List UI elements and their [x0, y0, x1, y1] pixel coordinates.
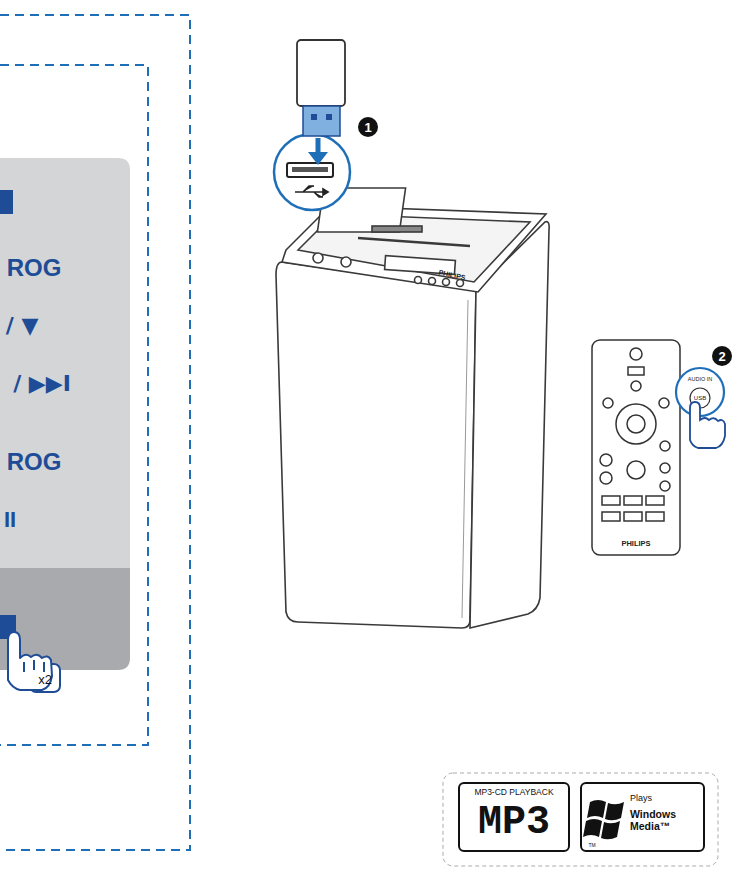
speaker-unit — [276, 188, 549, 628]
callout-number: 1 — [364, 121, 371, 134]
callout-circle — [358, 117, 378, 137]
windows-flag — [583, 800, 624, 839]
usb-stick — [297, 40, 345, 165]
button-label: USB — [694, 395, 706, 401]
logo-text: Windows Media™ — [630, 808, 699, 832]
button-label: AUDIO IN — [688, 377, 712, 383]
button-symbol: / ▶▶I — [13, 373, 71, 395]
remote-control — [592, 340, 680, 555]
windows-media-logo-box: PlaysWindows Media™ — [580, 782, 705, 852]
logo-caption: Plays — [630, 794, 699, 803]
callout-number: 2 — [718, 350, 725, 363]
button-name: ROG — [7, 256, 62, 280]
button-symbol: / ▼ — [6, 315, 39, 337]
logo-frame — [443, 773, 718, 866]
dashed-frame — [0, 15, 190, 850]
button-panel — [0, 158, 130, 568]
stop-symbol — [0, 190, 13, 214]
callout-circle — [712, 346, 732, 366]
button-symbol: II — [4, 509, 16, 531]
mp3-logo-box: MP3-CD PLAYBACK MP3 — [458, 782, 570, 852]
brand-name: PHILIPS — [621, 540, 650, 548]
logo-text: MP3 — [464, 803, 564, 843]
press-count: x2 — [38, 673, 52, 686]
button-name: ROG — [7, 450, 62, 474]
usb-button-detail — [676, 368, 725, 448]
logo-caption: MP3-CD PLAYBACK — [464, 788, 564, 797]
trademark: TM — [588, 843, 595, 848]
usb-port-detail — [274, 134, 350, 210]
hand-icon — [8, 632, 60, 692]
